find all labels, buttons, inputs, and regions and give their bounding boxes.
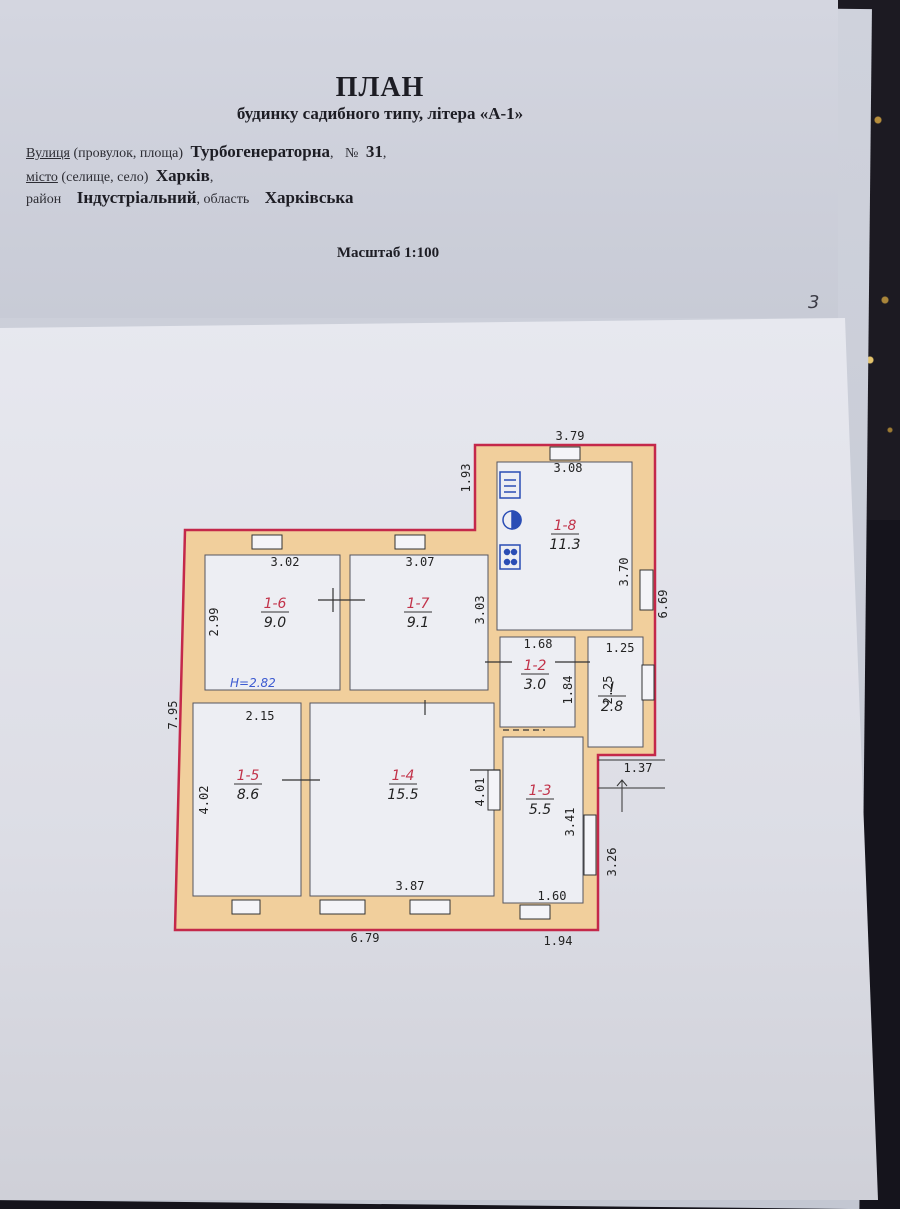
paper-sheet-header — [0, 0, 838, 318]
street-label-rest: (провулок, площа) — [73, 146, 184, 161]
ceiling-height-note: H=2.82 — [230, 676, 276, 690]
dimension-label: 3.02 — [271, 555, 300, 569]
dimension-label: 3.79 — [556, 429, 585, 443]
room-id-I: I — [610, 680, 614, 696]
house-number-value: 31 — [365, 142, 383, 161]
room-1-4-interior — [309, 702, 495, 897]
stove-icon — [499, 544, 521, 570]
document-subtitle: будинку садибного типу, літера «А-1» — [236, 104, 524, 123]
room-area-1-4: 15.5 — [387, 787, 418, 803]
room-area-1-8: 11.3 — [549, 537, 580, 553]
dimension-label: 4.02 — [197, 786, 211, 815]
room-1-6-interior — [204, 554, 341, 691]
dimension-label: 6.79 — [351, 931, 380, 945]
room-id-1-5: 1-5 — [237, 768, 260, 784]
dimension-label: 2.25 — [601, 676, 615, 705]
room-id-1-2: 1-2 — [524, 658, 547, 674]
room-id-1-6: 1-6 — [264, 596, 287, 612]
region-label: область — [203, 192, 250, 207]
city-value: Харків — [155, 166, 210, 185]
entrance-porch — [598, 759, 665, 812]
dimension-label: 2.99 — [207, 608, 221, 637]
district-line: район Індустріальний, область Харківська — [26, 188, 354, 207]
dimension-label: 1.25 — [606, 641, 635, 655]
dimension-label: 3.70 — [617, 558, 631, 587]
dimension-label: 1.94 — [544, 934, 573, 948]
dimension-label: 1.37 — [624, 761, 653, 775]
district-value: Індустріальний — [76, 188, 197, 207]
dimension-label: 3.26 — [605, 848, 619, 877]
room-area-1-6: 9.0 — [264, 615, 286, 631]
page-number: 3 — [808, 292, 820, 313]
document-title: ПЛАН — [335, 72, 425, 103]
dimension-label: 7.95 — [166, 701, 180, 730]
windows — [231, 446, 655, 920]
dimension-label: 3.87 — [396, 879, 425, 893]
room-area-1-3: 5.5 — [529, 802, 551, 818]
dimension-label: 3.07 — [406, 555, 435, 569]
street-line: Вулиця (провулок, площа) Турбогенераторн… — [26, 142, 387, 161]
room-id-1-3: 1-3 — [529, 783, 552, 799]
sink-icon — [499, 471, 521, 499]
dimension-label: 3.41 — [563, 808, 577, 837]
dimension-label: 3.03 — [473, 596, 487, 625]
document-header: ПЛАН будинку садибного типу, літера «А-1… — [0, 0, 838, 318]
room-1-5-interior — [192, 702, 302, 897]
city-label: місто — [26, 170, 58, 185]
room-1-2-interior — [499, 636, 576, 728]
kitchen-fixtures — [499, 471, 522, 570]
dimension-label: 1.93 — [459, 464, 473, 493]
dimension-label: 3.08 — [554, 461, 583, 475]
room-id-1-4: 1-4 — [392, 768, 415, 784]
dimension-label: 1.60 — [538, 889, 567, 903]
street-label: Вулиця — [26, 146, 70, 161]
city-label-rest: (селище, село) — [61, 170, 149, 185]
room-id-1-8: 1-8 — [554, 518, 577, 534]
district-label: район — [26, 192, 62, 207]
street-value: Турбогенераторна — [190, 142, 331, 161]
room-area-1-2: 3.0 — [524, 677, 546, 693]
region-value: Харківська — [264, 188, 354, 207]
room-I-interior — [587, 636, 644, 748]
room-area-1-5: 8.6 — [237, 787, 259, 803]
dimension-label: 1.68 — [524, 637, 553, 651]
room-area-1-7: 9.1 — [407, 615, 429, 631]
house-number-label: № — [345, 146, 359, 161]
scale-label: Масштаб 1:100 — [336, 245, 440, 261]
dimension-label: 4.01 — [473, 778, 487, 807]
room-1-3-interior — [502, 736, 584, 904]
city-line: місто (селище, село) Харків, — [26, 166, 214, 185]
dimension-label: 1.84 — [561, 676, 575, 705]
room-id-1-7: 1-7 — [407, 596, 430, 612]
dimension-label: 6.69 — [656, 590, 670, 619]
room-area-I: 2.8 — [601, 699, 623, 715]
dimension-label: 2.15 — [246, 709, 275, 723]
door-markers — [282, 588, 590, 781]
room-1-7-interior — [349, 554, 489, 691]
